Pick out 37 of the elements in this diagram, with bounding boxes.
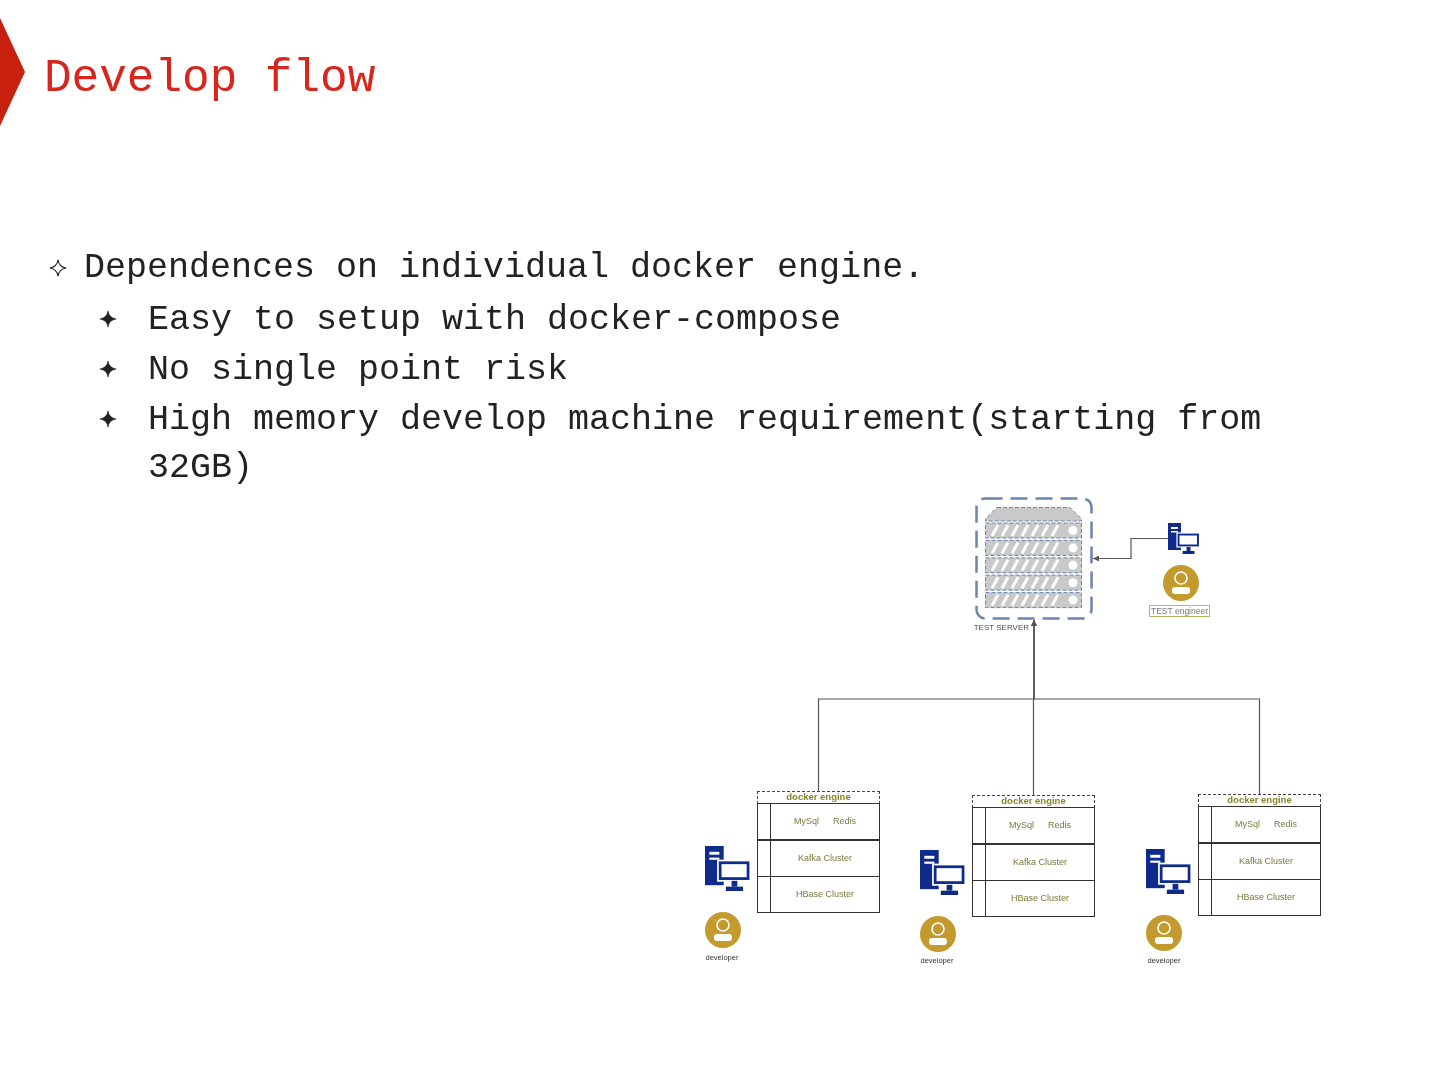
service-row [972,880,1095,917]
service-row [972,807,1095,844]
service-row [757,803,880,840]
service-name: Redis [1048,820,1071,831]
service-name: Kafka Cluster [798,852,852,864]
node-label: TEST SERVER [973,623,1029,633]
service-name: Redis [833,816,856,827]
engine-title: docker engine [1227,794,1292,806]
engine-container [1198,794,1321,916]
connector-arrow [1031,619,1261,795]
desktop-computer-icon [1168,523,1200,554]
service-row [1198,842,1321,880]
slide-title: Develop flow [44,52,376,107]
engine-container [757,791,880,913]
engine-title: docker engine [786,791,851,803]
bullet-text: Easy to setup with docker-compose [148,299,842,342]
service-name: MySql [794,816,819,827]
service-name: Kafka Cluster [1239,855,1293,867]
service-row [972,843,1095,881]
engine-title: docker engine [1001,795,1066,807]
service-row [757,839,880,877]
service-name: Redis [1274,819,1297,830]
service-row [1198,879,1321,916]
connector-arrow [1092,537,1169,562]
service-name: HBase Cluster [796,889,854,900]
role-label: TEST engineer [1149,605,1210,617]
service-name: MySql [1009,820,1034,831]
service-name: HBase Cluster [1011,893,1069,904]
bullet-text: Dependences on individual docker engine. [84,247,925,290]
service-name: HBase Cluster [1237,892,1295,903]
engine-container [972,795,1095,917]
service-name: MySql [1235,819,1260,830]
bullet-text: High memory develop machine requirement(starting from 32GB) [148,399,1263,490]
service-row [1198,806,1321,843]
bullet-text: No single point risk [148,349,569,392]
service-row [757,876,880,913]
service-name: Kafka Cluster [1013,856,1067,868]
